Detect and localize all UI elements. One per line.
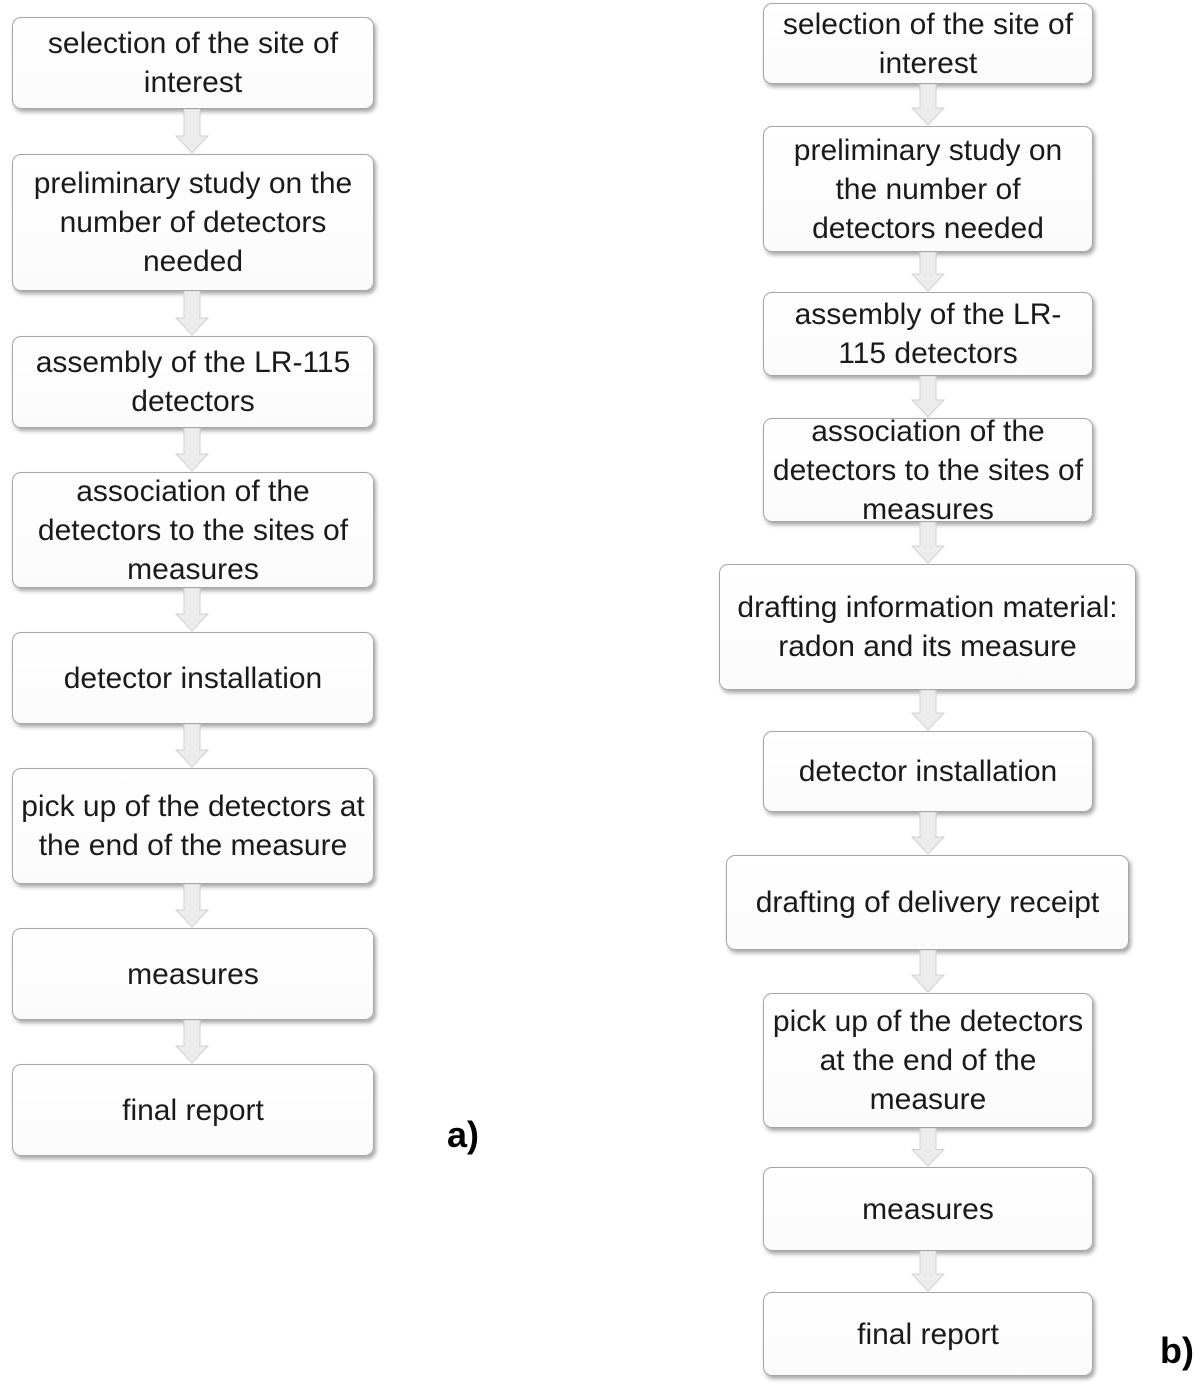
- panel-b-step-8: pick up of the detectors at the end of t…: [763, 993, 1093, 1128]
- panel-b-arrow-3: [911, 376, 945, 418]
- panel-b-step-6: detector installation: [763, 731, 1093, 812]
- panel-b-arrow-8: [911, 1128, 945, 1167]
- panel-b-step-10: final report: [763, 1292, 1093, 1376]
- panel-b-step-3: assembly of the LR-115 detectors: [763, 292, 1093, 376]
- panel-b-step-5: drafting information material: radon and…: [719, 564, 1136, 690]
- panel-a-step-1: selection of the site of interest: [12, 17, 374, 109]
- panel-a-step-2: preliminary study on the number of detec…: [12, 154, 374, 291]
- panel-a-arrow-3: [175, 428, 209, 472]
- panel-a-arrow-2: [175, 291, 209, 336]
- panel-b-step-9: measures: [763, 1167, 1093, 1251]
- panel-b-arrow-1: [911, 84, 945, 126]
- panel-a-step-4: association of the detectors to the site…: [12, 472, 374, 588]
- panel-b-arrow-6: [911, 812, 945, 855]
- panel-a-step-8: final report: [12, 1064, 374, 1156]
- panel-a-step-7: measures: [12, 928, 374, 1020]
- panel-a-step-5: detector installation: [12, 632, 374, 724]
- panel-b-step-1: selection of the site of interest: [763, 3, 1093, 84]
- panel-b-step-4: association of the detectors to the site…: [763, 415, 1093, 526]
- panel-a-arrow-1: [175, 109, 209, 154]
- panel-a-arrow-5: [175, 724, 209, 768]
- panel-b-label: b): [1160, 1330, 1194, 1371]
- panel-a-arrow-4: [175, 588, 209, 632]
- panel-a-arrow-6: [175, 884, 209, 928]
- panel-b-arrow-2: [911, 252, 945, 292]
- panel-a-step-3: assembly of the LR-115 detectors: [12, 336, 374, 428]
- panel-a-label: a): [447, 1114, 480, 1155]
- panel-b-arrow-5: [911, 690, 945, 731]
- panel-a-arrow-7: [175, 1020, 209, 1064]
- panel-b-arrow-4: [911, 522, 945, 564]
- panel-b-step-2: preliminary study on the number of detec…: [763, 126, 1093, 252]
- panel-a-step-6: pick up of the detectors at the end of t…: [12, 768, 374, 884]
- panel-b-step-7: drafting of delivery receipt: [726, 855, 1129, 950]
- panel-b-arrow-7: [911, 950, 945, 993]
- panel-b-arrow-9: [911, 1251, 945, 1292]
